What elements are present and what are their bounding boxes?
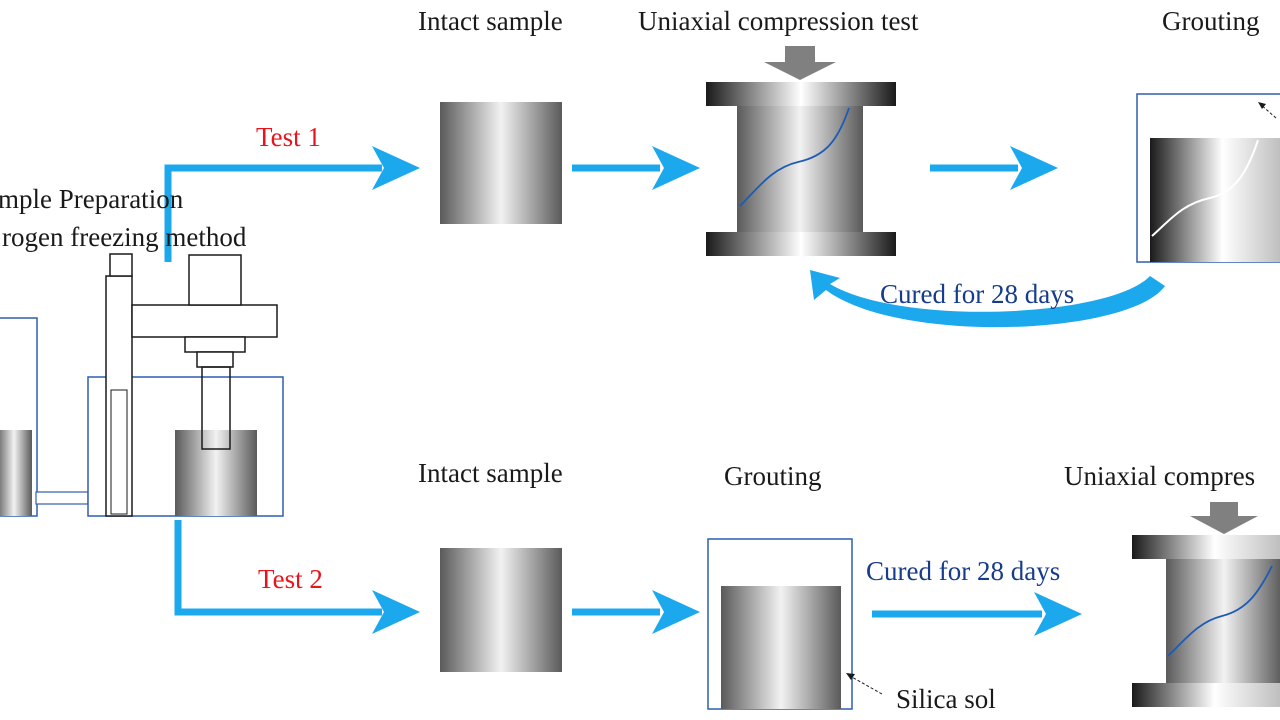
bottom-ucs-crack	[1167, 565, 1273, 657]
bottom-ucs-label: Uniaxial compres	[1064, 461, 1256, 491]
bottom-arrowhead-2	[1034, 592, 1082, 636]
sample-preparation-label: mple Preparation	[0, 184, 184, 214]
chuck-upper	[184, 336, 246, 353]
top-cured-label: Cured for 28 days	[880, 279, 1075, 309]
top-upper-plate	[706, 82, 896, 106]
bottom-cured-label: Cured for 28 days	[866, 556, 1061, 586]
test2-flow-arrow	[174, 520, 382, 616]
top-press-arrow	[764, 46, 836, 80]
horizontal-arm	[131, 304, 278, 338]
top-grouting-box	[1136, 93, 1280, 263]
top-ucs-crack	[739, 107, 850, 207]
bath-sample	[175, 430, 257, 516]
column-cap	[109, 253, 133, 277]
test1-flow-arrow	[164, 164, 382, 262]
bottom-lower-plate	[1132, 683, 1280, 707]
bottom-arrowhead-1	[652, 590, 700, 634]
bottom-upper-plate	[1132, 535, 1280, 559]
top-grout-filled-crack	[1151, 139, 1259, 237]
bottom-intact-sample	[440, 548, 562, 672]
top-arrowhead-1	[652, 146, 700, 190]
motor-box	[188, 254, 242, 306]
top-lower-plate	[706, 232, 896, 256]
bottom-grouting-box	[707, 538, 883, 710]
cured-return-arrow	[810, 270, 1165, 328]
test2-label: Test 2	[258, 564, 323, 594]
test2-arrowhead	[372, 590, 420, 634]
column-inner	[110, 389, 128, 515]
test1-arrowhead	[372, 146, 420, 190]
bottom-grouting-label: Grouting	[724, 461, 822, 491]
top-ucs-label: Uniaxial compression test	[638, 6, 919, 36]
bottom-ucs-sample	[1166, 559, 1280, 683]
top-silica-pointer-head	[1258, 102, 1266, 109]
bottom-press-arrow	[1190, 502, 1258, 534]
top-grouted-sample	[1150, 138, 1280, 262]
test1-label: Test 1	[256, 122, 321, 152]
connecting-pipe	[35, 491, 89, 505]
bottom-ucs-apparatus	[1132, 502, 1280, 707]
top-intact-sample-label: Intact sample	[418, 6, 563, 36]
bottom-intact-sample-label: Intact sample	[418, 458, 563, 488]
silica-sol-pointer	[849, 675, 883, 695]
silica-sol-pointer-head	[846, 673, 855, 680]
tank-sample	[0, 430, 32, 516]
top-arrowhead-2	[1010, 146, 1058, 190]
freezing-probe	[201, 366, 231, 450]
freezing-apparatus	[0, 253, 284, 517]
freezing-method-label: rogen freezing method	[2, 222, 247, 252]
top-grouting-label: Grouting	[1162, 6, 1260, 36]
silica-sol-label: Silica sol	[896, 684, 996, 714]
top-ucs-apparatus	[706, 46, 896, 256]
bottom-grouted-sample	[721, 586, 841, 709]
chuck-lower	[196, 351, 234, 368]
top-intact-sample	[440, 102, 562, 224]
top-ucs-sample	[737, 106, 863, 232]
